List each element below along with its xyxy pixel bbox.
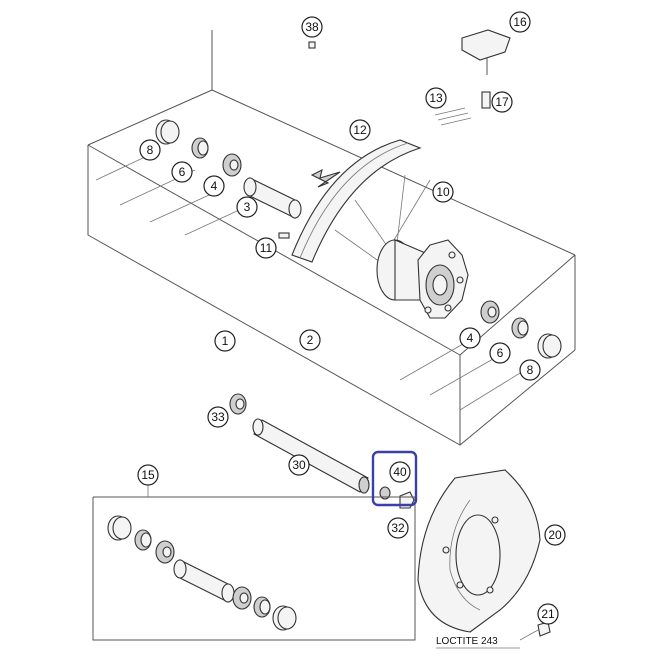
callout-12[interactable]: 12 — [349, 119, 371, 141]
highlight-box-40 — [371, 450, 418, 507]
callout-33[interactable]: 33 — [207, 406, 229, 428]
seal-ring-left-8 — [155, 119, 180, 145]
brake-disc-20 — [417, 469, 541, 633]
svg-text:3: 3 — [244, 200, 251, 214]
disc-screw-21 — [519, 621, 551, 641]
nipple-screw-11 — [278, 232, 290, 239]
valve-cap-16 — [461, 29, 511, 75]
axle-30 — [252, 418, 370, 494]
svg-text:17: 17 — [495, 95, 509, 109]
svg-text:10: 10 — [436, 185, 450, 199]
svg-text:32: 32 — [391, 521, 405, 535]
valve-nut-17 — [481, 91, 491, 109]
svg-text:16: 16 — [513, 15, 527, 29]
svg-text:6: 6 — [179, 165, 186, 179]
callout-30[interactable]: 30 — [288, 454, 310, 476]
rim-tape-13 — [434, 107, 472, 126]
screw-38 — [308, 41, 316, 49]
svg-text:12: 12 — [353, 123, 367, 137]
callout-38[interactable]: 38 — [301, 16, 323, 38]
svg-text:20: 20 — [548, 528, 562, 542]
svg-text:6: 6 — [497, 346, 504, 360]
axle-spacer-33 — [229, 393, 247, 415]
callout-4-right[interactable]: 4 — [459, 327, 481, 349]
callout-16[interactable]: 16 — [509, 11, 531, 33]
callout-8-left[interactable]: 8 — [139, 139, 161, 161]
callout-20[interactable]: 20 — [544, 524, 566, 546]
callout-3[interactable]: 3 — [236, 196, 258, 218]
spacer-left-6 — [191, 137, 209, 159]
callout-2[interactable]: 2 — [299, 329, 321, 351]
svg-text:4: 4 — [211, 179, 218, 193]
svg-text:21: 21 — [541, 607, 555, 621]
callout-11[interactable]: 11 — [255, 237, 277, 259]
svg-text:8: 8 — [527, 363, 534, 377]
svg-text:15: 15 — [141, 468, 155, 482]
callout-6-right[interactable]: 6 — [489, 342, 511, 364]
callout-8-right[interactable]: 8 — [519, 359, 541, 381]
loctite-note: LOCTITE 243 — [436, 636, 498, 647]
svg-text:38: 38 — [305, 20, 319, 34]
bearing-left-4 — [222, 153, 242, 177]
washer-40-part — [379, 486, 391, 500]
callout-4-left[interactable]: 4 — [203, 175, 225, 197]
callout-32[interactable]: 32 — [387, 517, 409, 539]
svg-text:11: 11 — [260, 241, 273, 255]
svg-text:4: 4 — [467, 331, 474, 345]
callout-17[interactable]: 17 — [491, 91, 513, 113]
spacer-right-6 — [511, 317, 529, 339]
svg-text:8: 8 — [147, 143, 154, 157]
distance-sleeve-3 — [243, 177, 302, 219]
svg-text:13: 13 — [429, 91, 443, 105]
svg-text:40: 40 — [393, 465, 407, 479]
bearing-kit-frame-15 — [92, 485, 416, 641]
rim-12 — [291, 139, 422, 263]
svg-text:2: 2 — [307, 333, 314, 347]
svg-text:1: 1 — [222, 334, 229, 348]
callout-13[interactable]: 13 — [425, 87, 447, 109]
callout-21[interactable]: 21 — [537, 603, 559, 625]
callout-10[interactable]: 10 — [432, 181, 454, 203]
bearing-kit-parts — [107, 515, 297, 631]
callout-6-left[interactable]: 6 — [171, 161, 193, 183]
callout-40[interactable]: 40 — [389, 461, 411, 483]
bearing-right-4 — [480, 300, 500, 324]
svg-text:33: 33 — [211, 410, 225, 424]
seal-ring-right-8 — [537, 333, 562, 359]
callout-1[interactable]: 1 — [214, 330, 236, 352]
callout-15[interactable]: 15 — [137, 464, 159, 486]
svg-text:30: 30 — [292, 458, 306, 472]
hub-2 — [376, 239, 469, 319]
